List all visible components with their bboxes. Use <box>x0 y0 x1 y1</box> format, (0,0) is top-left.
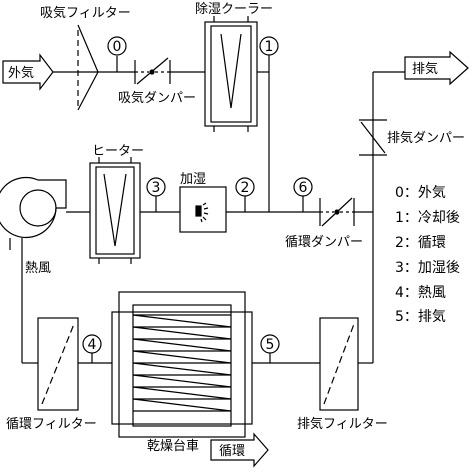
circ-filter-label: 循環フィルター <box>6 417 97 432</box>
circulation-label: 循環 <box>219 444 245 459</box>
point-6-number: 6 <box>299 180 308 196</box>
dryer-cart-label: 乾燥台車 <box>147 439 199 454</box>
point-2-number: 2 <box>241 180 250 196</box>
outside-air-label: 外気 <box>8 65 34 81</box>
circulation-arrow <box>210 432 269 468</box>
humidify-label: 加湿 <box>180 172 206 187</box>
heater-box <box>89 157 141 264</box>
intake-damper-label: 吸気ダンパー <box>118 90 196 106</box>
exhaust-arrow <box>404 50 469 86</box>
drying-cart <box>111 291 253 438</box>
exhaust-filter-box <box>319 317 359 411</box>
point-0-number: 0 <box>113 39 122 55</box>
circulation-damper-symbol <box>319 197 355 227</box>
measure-point-0 <box>107 36 127 56</box>
intake-filter-label: 吸気フィルター <box>40 5 131 21</box>
exhaust-damper-symbol <box>359 119 387 156</box>
point-1-number: 1 <box>265 39 274 55</box>
exhaust-label: 排気 <box>412 61 438 77</box>
legend-item: 0：外気 <box>395 185 446 201</box>
dehumid-cooler-label: 除湿クーラー <box>195 2 273 17</box>
point-4-number: 4 <box>88 337 97 353</box>
circ-damper-label: 循環ダンパー <box>285 235 363 250</box>
heater-label: ヒーター <box>92 144 144 159</box>
circulation-filter-box <box>37 317 79 411</box>
intake-damper-symbol <box>134 57 171 85</box>
hot-air-label: 熱風 <box>25 261 51 276</box>
point-5-number: 5 <box>266 337 275 353</box>
legend-item: 1：冷却後 <box>395 210 460 226</box>
exhaust-filter-label: 排気フィルター <box>297 416 388 432</box>
dehumidifier-cooler-box <box>204 16 258 132</box>
legend-item: 4：熱風 <box>395 285 446 301</box>
point-3-number: 3 <box>152 180 161 196</box>
legend-item: 5：排気 <box>395 309 446 325</box>
legend: 0：外気 1：冷却後 2：循環 3：加湿後 4：熱風 5：排気 <box>395 185 460 325</box>
exhaust-damper-label: 排気ダンパー <box>387 130 465 146</box>
outside-air-arrow <box>2 53 54 91</box>
hot-air-fan <box>0 176 67 250</box>
humidifier-box <box>179 186 227 233</box>
legend-item: 3：加湿後 <box>395 260 460 276</box>
legend-item: 2：循環 <box>395 235 446 251</box>
intake-filter-symbol <box>77 24 99 111</box>
